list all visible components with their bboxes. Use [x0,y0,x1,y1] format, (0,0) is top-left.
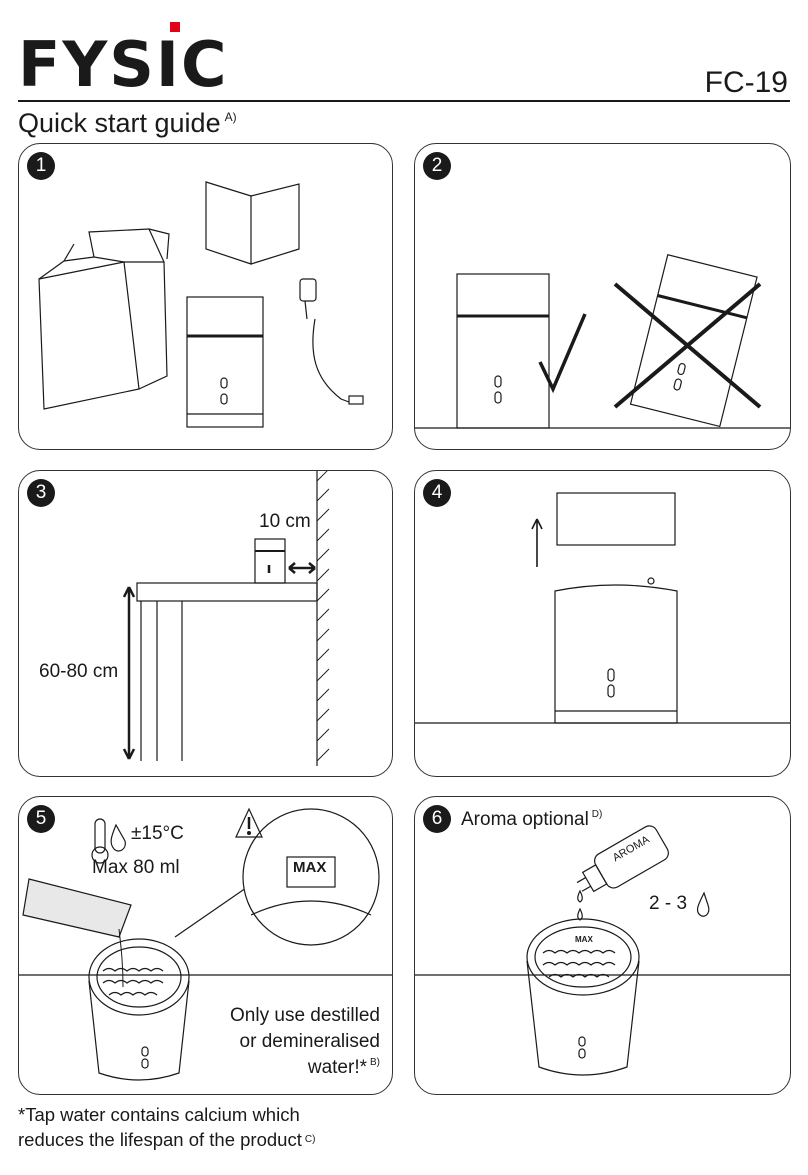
drop-icon [110,823,126,852]
aroma-bottle-icon [576,825,669,893]
step-2-panel: 2 [414,143,791,450]
step-3-number: 3 [27,479,55,507]
device-tilted [629,254,758,428]
logo-accent-dot [170,22,180,32]
step-1-number: 1 [27,152,55,180]
step-2-illustration [415,254,790,429]
footnote: *Tap water contains calcium which reduce… [18,1102,315,1152]
temperature-label: ±15°C [131,823,184,844]
step-4-illustration [415,492,790,724]
lid-icon [556,492,676,546]
footnote-line-2-text: reduces the lifespan of the product [18,1129,302,1150]
title-text: Quick start guide [18,108,221,138]
brand-logo: FYSIC [18,22,228,101]
device-body [88,980,190,1081]
title-ref: A) [224,110,237,124]
max-volume-label: Max 80 ml [92,857,180,878]
distance-label: 10 cm [259,511,311,532]
height-label: 60-80 cm [39,661,119,682]
device-base [554,584,678,724]
drops-label: 2 - 3 [649,893,688,914]
step-1-illustration [38,181,364,428]
step-6-number: 6 [423,805,451,833]
step-2-number: 2 [423,152,451,180]
device-icon [254,538,286,584]
aroma-ref: D) [591,809,603,820]
step-5-number: 5 [27,805,55,833]
lift-arrow [531,518,543,567]
step-3-panel: 3 10 cm 60-80 cm [18,470,393,777]
step-5-illustration [19,807,392,1081]
cup-icon [22,878,132,938]
magnifier-circle [242,808,380,946]
water-note-line-2: or demineralised [239,1031,380,1052]
header-rule [18,100,790,102]
device-body [526,960,640,1076]
model-number: FC-19 [704,66,788,99]
step-4-number: 4 [423,479,451,507]
device-icon [186,296,264,428]
footnote-line-1: *Tap water contains calcium which [18,1104,300,1125]
footnote-ref: C) [304,1134,316,1145]
table-top [136,582,318,602]
height-arrow [122,586,136,760]
max-marker [286,856,336,888]
device-reservoir [88,938,190,1016]
adapter-icon [299,278,317,302]
cross-icon [613,282,762,409]
step-4-panel: 4 [414,470,791,777]
warning-icon [235,807,263,838]
water-note-text: water!* [307,1057,367,1078]
manual-icon [205,181,252,265]
check-icon [538,313,587,394]
device-upright [456,273,550,429]
device-reservoir [526,918,640,996]
water-note-ref: B) [370,1057,380,1068]
thermometer-icon [94,818,106,854]
aroma-text: Aroma optional [461,809,589,830]
drop-icon [696,891,710,917]
max-marker-text: MAX [575,935,593,944]
max-marker-text: MAX [293,859,327,876]
step-1-panel: 1 [18,143,393,450]
logo-wordmark: FYSIC [18,28,228,88]
box-icon [38,261,140,410]
step-3-illustration [122,471,330,766]
distance-arrow [288,562,316,574]
water-note-line-1: Only use destilled [230,1005,380,1026]
step-5-panel: 5 ±15°C Max 80 ml MAX Only use destilled… [18,796,393,1095]
water-note-line-3: water!*B) [308,1057,380,1079]
step-6-illustration [415,825,790,1076]
